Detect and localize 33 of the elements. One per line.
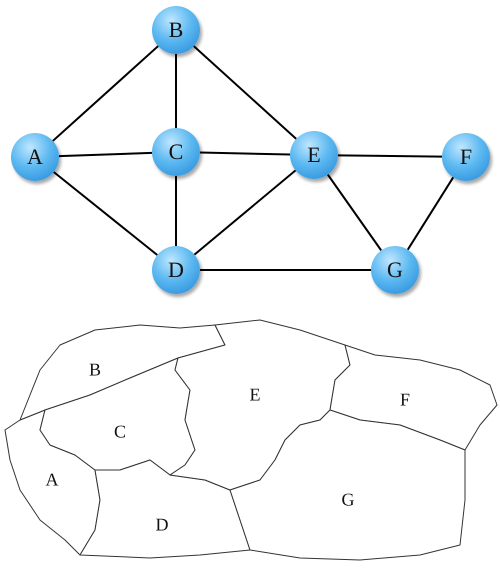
edge-line [194,170,296,256]
map-region [5,410,100,555]
region-label: F [400,390,410,410]
map-region [80,460,250,558]
edge-line [338,154,442,158]
vertex-circle: G [371,246,419,294]
map-region [230,410,465,560]
map-region [40,358,195,475]
map-region [170,320,350,490]
vertex-circle: A [11,133,59,181]
edge-line [327,174,382,251]
edge-line [52,45,159,142]
edge-line [175,54,177,128]
region-label: C [114,422,126,442]
vertex-circle: C [152,128,200,176]
vertex-circle: E [290,131,338,179]
region-label: D [156,514,168,536]
edge-line [53,171,158,256]
edge-line [200,269,371,271]
map-region [330,345,497,450]
edge-line [175,176,177,246]
map-region [20,325,225,420]
edge-line [193,45,297,140]
vertex-circle: B [152,6,200,54]
vertex-circle: D [152,246,200,294]
edge-line [200,152,290,156]
edge-line [406,176,454,250]
region-label: E [250,384,260,406]
edge-line [58,152,152,158]
region-label: B [89,360,101,380]
vertex-circle: F [442,133,490,181]
region-label: G [342,490,354,510]
region-label: A [46,470,58,490]
